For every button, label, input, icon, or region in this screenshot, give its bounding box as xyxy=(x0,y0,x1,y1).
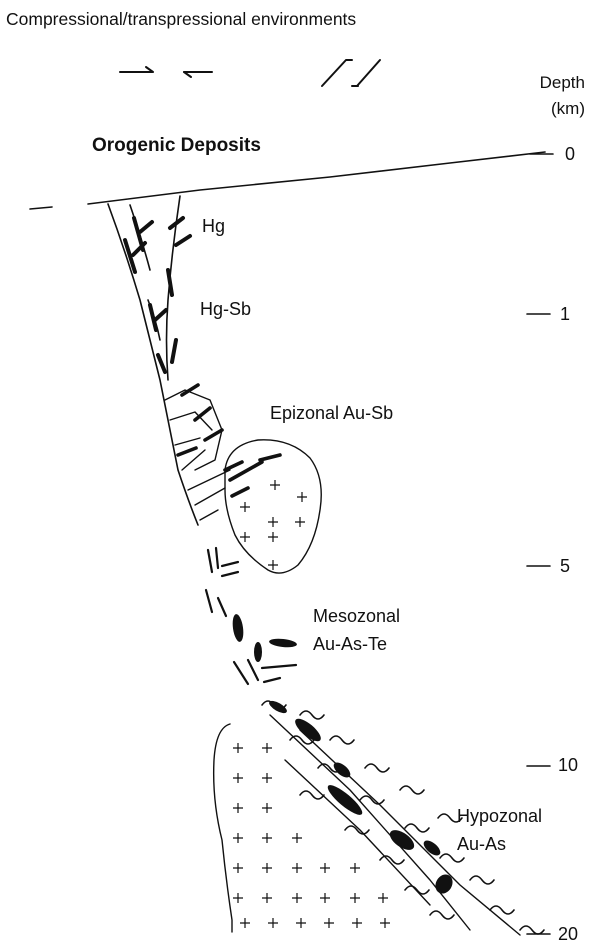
orogenic-deposits-heading: Orogenic Deposits xyxy=(92,135,261,156)
figure-title: Compressional/transpressional environmen… xyxy=(6,9,357,29)
depth-tick-label-20: 20 xyxy=(558,924,579,944)
zone-label-hg: Hg xyxy=(202,216,226,236)
epizonal-granite-outline xyxy=(224,439,322,574)
depth-axis-title: Depth xyxy=(539,73,585,92)
mesozonal-lenses xyxy=(232,614,297,662)
lower-granite-crosses xyxy=(233,743,390,928)
upper-vein-set xyxy=(123,216,192,374)
epizonal-vein-set xyxy=(176,383,282,498)
zone-label-hg-sb: Hg-Sb xyxy=(200,299,252,319)
lower-shear-zone-traces xyxy=(269,714,521,936)
surface-left-dash xyxy=(29,206,53,210)
zone-label-hypozonal-line1: Hypozonal xyxy=(457,806,543,826)
depth-tick-label-1: 1 xyxy=(560,304,571,324)
depth-tick-label-5: 5 xyxy=(560,556,571,576)
epizonal-stockwork xyxy=(164,389,231,521)
lower-granite-outline xyxy=(213,723,233,933)
mesozonal-dashes xyxy=(204,546,298,686)
upper-fault-zone xyxy=(107,195,199,526)
upper-granite-crosses xyxy=(240,480,307,570)
shear-sense-arrows xyxy=(119,59,381,87)
depth-axis-unit: (km) xyxy=(551,99,585,118)
zone-label-hypozonal-line2: Au-As xyxy=(457,834,507,854)
depth-tick-label-10: 10 xyxy=(558,755,579,775)
lower-shear-zone-wavy xyxy=(261,700,545,935)
depth-tick-label-0: 0 xyxy=(565,144,576,164)
ground-surface-line xyxy=(87,151,546,205)
zone-label-mesozonal-line1: Mesozonal xyxy=(313,606,401,626)
zone-label-epizonal: Epizonal Au-Sb xyxy=(270,403,394,423)
hypozonal-lenses xyxy=(269,700,453,894)
zone-label-mesozonal-line2: Au-As-Te xyxy=(313,634,388,654)
depth-ticks xyxy=(526,153,554,935)
